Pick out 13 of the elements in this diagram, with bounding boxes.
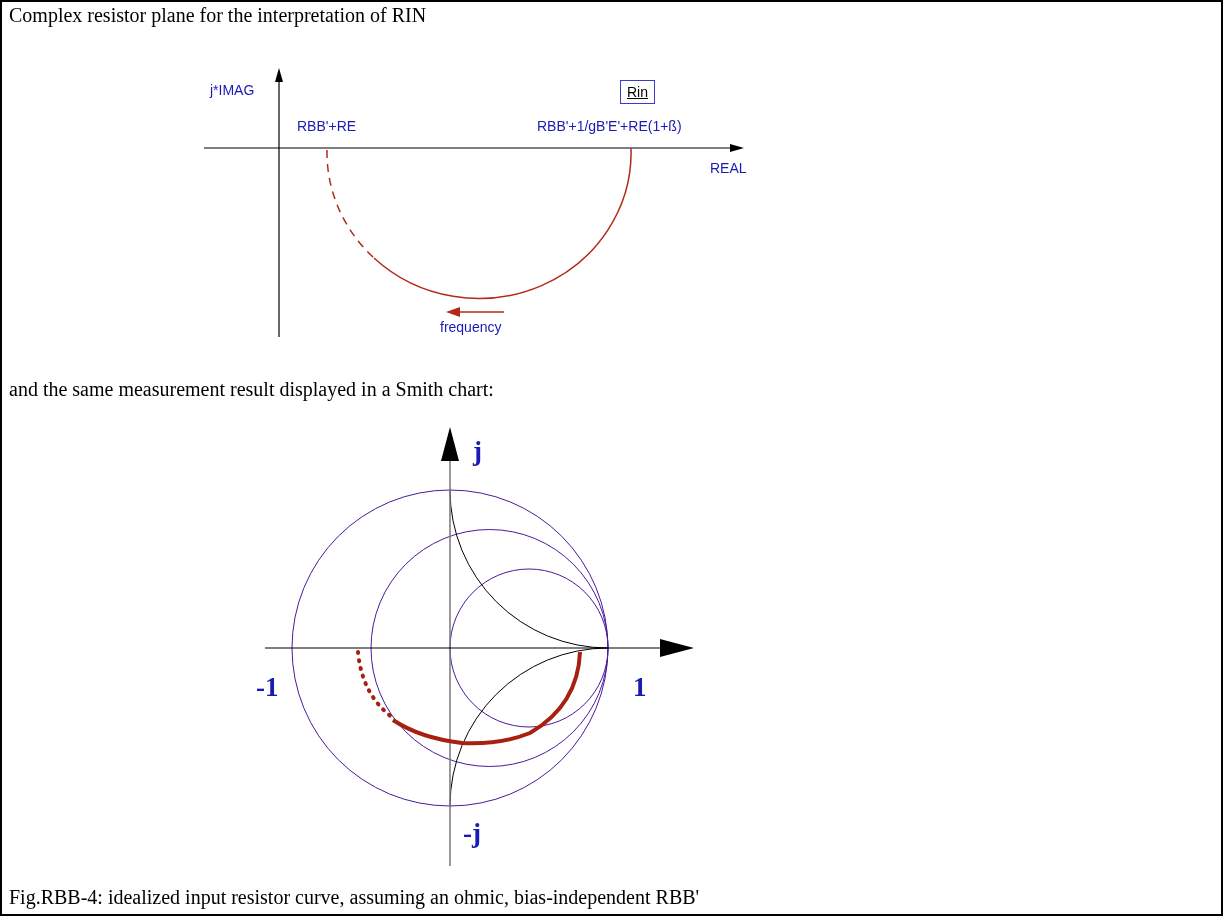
axis-label: frequency [440, 319, 502, 335]
axis-label: j [473, 436, 482, 467]
text-line: and the same measurement result displayed in a Smith chart: [9, 378, 494, 401]
axis-label: j*IMAG [210, 82, 255, 98]
title: Complex resistor plane for the interpretation of RIN [9, 4, 427, 27]
axis-label: 1 [633, 672, 647, 703]
caption: Fig.RBB-4: idealized input resistor curve, assuming an ohmic, bias-independent RBB' [9, 886, 700, 909]
axis-label: REAL [710, 160, 747, 176]
value-label: RBB'+1/gB'E'+RE(1+ß) [537, 118, 682, 134]
axis-label: -j [463, 818, 481, 849]
axis-label: -1 [256, 672, 279, 703]
value-label: RBB'+RE [297, 118, 357, 134]
label-box: Rin [620, 80, 655, 104]
